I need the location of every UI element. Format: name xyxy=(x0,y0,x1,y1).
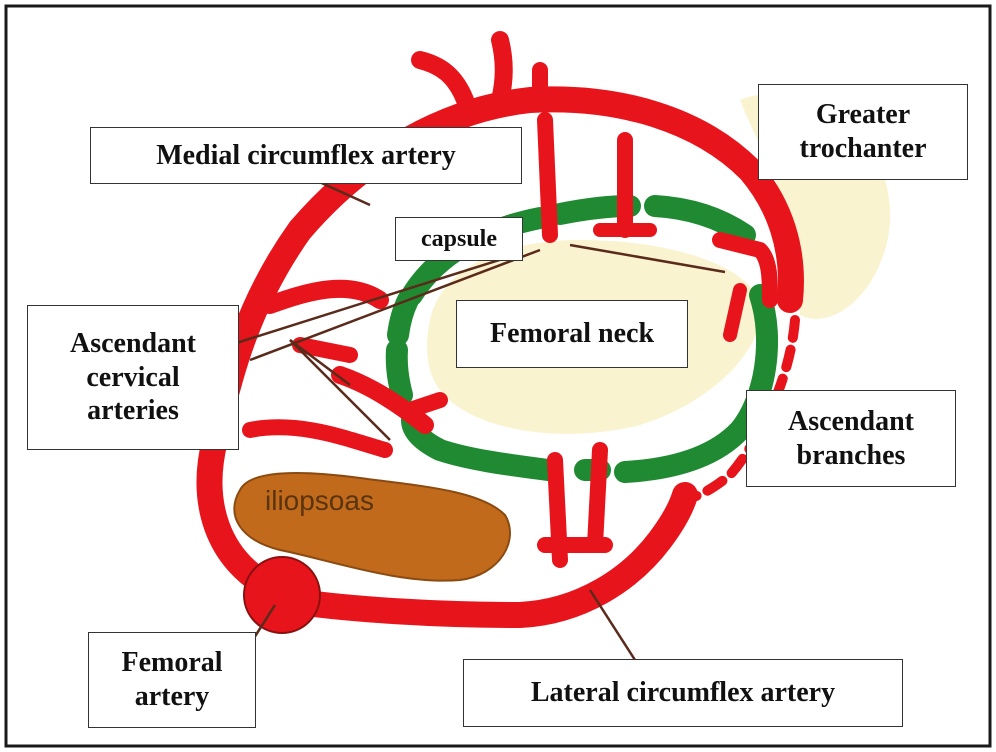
artery-ascendant-dashed xyxy=(670,315,800,505)
label-text: Femoral neck xyxy=(489,318,655,350)
artery-left-branch xyxy=(402,392,448,418)
label-text: Ascendant xyxy=(69,328,196,360)
artery-top-branch xyxy=(411,51,474,109)
leader-capsule xyxy=(569,243,726,274)
iliopsoas-muscle xyxy=(233,472,511,582)
label-ascendant-cervical-arteries: Ascendant cervical arteries xyxy=(27,305,239,450)
label-text: branches xyxy=(796,439,906,471)
capsule-segment xyxy=(401,409,559,481)
label-text: Medial circumflex artery xyxy=(156,139,456,171)
leader-capsule xyxy=(229,253,516,347)
femoral-artery-shape xyxy=(243,556,321,634)
leader-lateral-circumflex xyxy=(588,589,637,661)
leader-ascendant-cervical xyxy=(289,339,351,386)
artery-left-branch xyxy=(331,366,434,434)
leader-medial-circumflex xyxy=(314,178,371,207)
capsule-segment xyxy=(614,284,779,483)
leader-lines xyxy=(229,178,726,661)
label-text: Femoral xyxy=(121,647,223,679)
artery-left-branch xyxy=(242,419,393,458)
leader-capsule xyxy=(249,248,541,362)
artery-inner-branch xyxy=(723,283,747,342)
label-greater-trochanter: Greater trochanter xyxy=(758,84,968,180)
capsule-segment xyxy=(387,289,419,346)
diagram-frame xyxy=(4,4,992,748)
artery-left-branch xyxy=(292,337,358,363)
label-text: Ascendant xyxy=(787,405,914,437)
label-lateral-circumflex-artery: Lateral circumflex artery xyxy=(463,659,903,727)
artery-inner-branch xyxy=(712,232,778,308)
leader-ascendant-cervical xyxy=(289,339,391,441)
label-iliopsoas: iliopsoas xyxy=(265,485,374,516)
label-ascendant-branches: Ascendant branches xyxy=(746,390,956,487)
label-text: Greater xyxy=(815,99,911,131)
label-capsule: capsule xyxy=(395,217,523,261)
artery-lower-arc xyxy=(272,482,698,628)
label-text: cervical xyxy=(86,361,180,393)
artery-left-branch xyxy=(261,279,389,314)
capsule-segment xyxy=(644,195,756,246)
label-text: trochanter xyxy=(799,133,927,164)
capsule-segment xyxy=(385,339,413,406)
label-text: Lateral circumflex artery xyxy=(530,677,836,709)
artery-inner-branch xyxy=(537,112,558,243)
label-femoral-neck: Femoral neck xyxy=(456,300,688,368)
label-medial-circumflex-artery: Medial circumflex artery xyxy=(90,127,522,184)
label-text: artery xyxy=(134,681,210,712)
label-text: arteries xyxy=(87,395,179,427)
label-femoral-artery: Femoral artery xyxy=(88,632,256,728)
label-text: capsule xyxy=(420,225,497,252)
artery-top-branch xyxy=(491,31,513,109)
artery-lower-branch xyxy=(587,442,608,553)
